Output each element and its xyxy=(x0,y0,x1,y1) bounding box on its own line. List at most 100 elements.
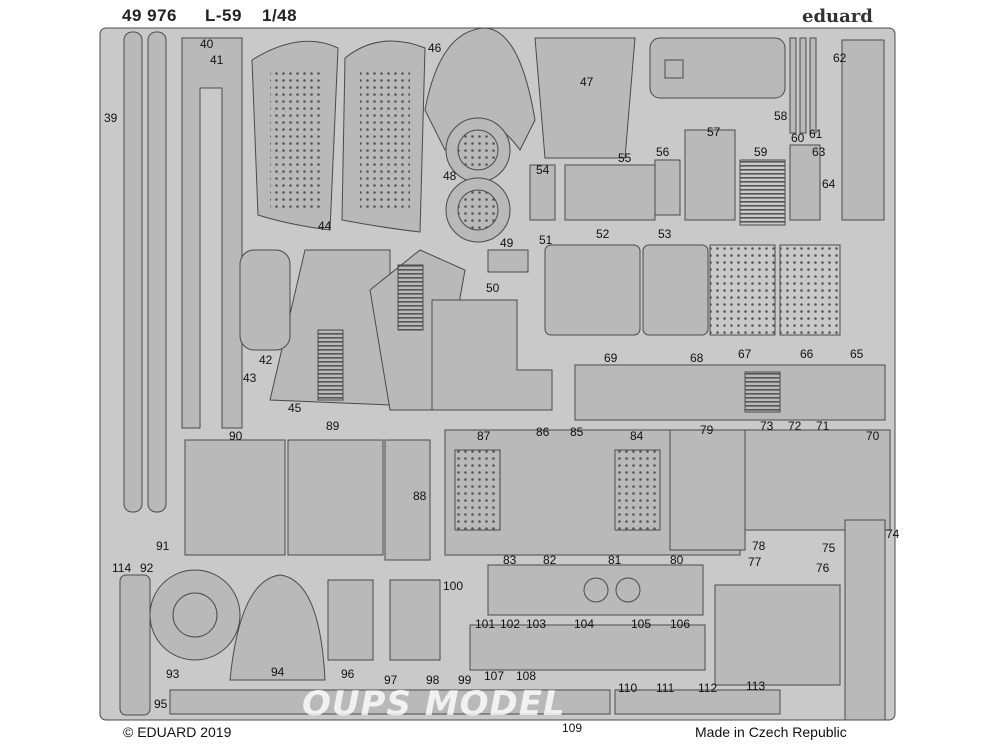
scale: 1/48 xyxy=(262,6,298,25)
part-label-67: 67 xyxy=(738,347,752,361)
part-label-97: 97 xyxy=(384,673,398,687)
part-89-panel xyxy=(287,439,384,556)
part-label-73: 73 xyxy=(760,419,774,433)
part-label-100: 100 xyxy=(443,579,464,593)
part-label-45: 45 xyxy=(288,401,302,415)
copyright-text: © EDUARD 2019 xyxy=(123,724,232,740)
part-label-43: 43 xyxy=(243,371,257,385)
part-56 xyxy=(654,159,681,216)
part-63 xyxy=(789,144,821,221)
part-label-79: 79 xyxy=(700,423,714,437)
catalog-number: 49 976 xyxy=(122,6,177,25)
part-74 xyxy=(844,519,886,721)
part-label-70: 70 xyxy=(866,429,880,443)
part-45-left xyxy=(269,249,391,406)
part-label-71: 71 xyxy=(816,419,830,433)
part-label-90: 90 xyxy=(229,429,243,443)
part-label-107: 107 xyxy=(484,669,505,683)
part-label-39: 39 xyxy=(104,111,118,125)
part-label-111: 111 xyxy=(656,681,675,695)
part-label-76: 76 xyxy=(816,561,830,575)
part-label-56: 56 xyxy=(656,145,670,159)
part-label-50: 50 xyxy=(486,281,500,295)
part-label-112: 112 xyxy=(698,681,718,695)
watermark: OUPS MODEL xyxy=(302,684,566,724)
part-label-101: 101 xyxy=(475,617,496,631)
row-80-83 xyxy=(487,564,704,616)
part-label-60: 60 xyxy=(791,131,805,145)
part-panel-perforated-a xyxy=(709,244,776,336)
part-label-46: 46 xyxy=(428,41,442,55)
part-label-75: 75 xyxy=(822,541,836,555)
part-49 xyxy=(487,249,529,273)
part-50 xyxy=(431,299,553,411)
part-40-41-frame xyxy=(181,37,243,429)
row-95-109 xyxy=(169,689,611,715)
row-65-69 xyxy=(574,364,886,421)
part-label-65: 65 xyxy=(850,347,864,361)
row-101-108 xyxy=(469,624,706,671)
part-label-96: 96 xyxy=(341,667,355,681)
part-label-86: 86 xyxy=(536,425,550,439)
part-label-47: 47 xyxy=(580,75,594,89)
part-label-105: 105 xyxy=(631,617,652,631)
part-label-92: 92 xyxy=(140,561,154,575)
row-110-113 xyxy=(614,689,781,715)
part-label-93: 93 xyxy=(166,667,180,681)
part-39-strip-a xyxy=(123,31,143,513)
part-label-88: 88 xyxy=(413,489,427,503)
part-54 xyxy=(529,164,556,221)
part-55 xyxy=(564,164,656,221)
origin-text: Made in Czech Republic xyxy=(695,724,847,740)
model-name: L-59 xyxy=(205,6,242,25)
part-94 xyxy=(229,574,326,681)
part-label-84: 84 xyxy=(630,429,644,443)
part-label-80: 80 xyxy=(670,553,684,567)
part-97-98 xyxy=(389,579,441,661)
part-label-42: 42 xyxy=(259,353,273,367)
part-label-64: 64 xyxy=(822,177,836,191)
part-label-40: 40 xyxy=(200,37,214,51)
part-57 xyxy=(684,129,736,221)
part-47-panel xyxy=(534,37,636,159)
part-label-51: 51 xyxy=(539,233,553,247)
part-label-110: 110 xyxy=(618,681,638,695)
part-92-114 xyxy=(119,574,151,716)
part-label-114: 114 xyxy=(112,561,132,575)
part-88 xyxy=(384,439,431,561)
part-label-58: 58 xyxy=(774,109,788,123)
part-label-94: 94 xyxy=(271,665,285,679)
part-label-68: 68 xyxy=(690,351,704,365)
part-label-48: 48 xyxy=(443,169,457,183)
part-label-98: 98 xyxy=(426,673,440,687)
part-label-95: 95 xyxy=(154,697,168,711)
part-label-103: 103 xyxy=(526,617,547,631)
part-label-85: 85 xyxy=(570,425,584,439)
part-label-82: 82 xyxy=(543,553,557,567)
part-96 xyxy=(327,579,374,661)
part-label-102: 102 xyxy=(500,617,521,631)
part-42-frame xyxy=(239,249,291,351)
part-51-52 xyxy=(544,244,641,336)
part-label-89: 89 xyxy=(326,419,340,433)
part-label-55: 55 xyxy=(618,151,632,165)
part-label-52: 52 xyxy=(596,227,610,241)
part-label-41: 41 xyxy=(210,53,224,67)
part-label-69: 69 xyxy=(604,351,618,365)
cluster-70-78 xyxy=(744,429,891,531)
part-label-108: 108 xyxy=(516,669,537,683)
part-label-57: 57 xyxy=(707,125,721,139)
part-label-91: 91 xyxy=(156,539,170,553)
part-90-panel xyxy=(184,439,286,556)
part-label-59: 59 xyxy=(754,145,768,159)
part-39-strip-b xyxy=(147,31,167,513)
part-79 xyxy=(669,429,746,551)
part-label-54: 54 xyxy=(536,163,550,177)
part-label-113: 113 xyxy=(746,679,766,693)
part-label-53: 53 xyxy=(658,227,672,241)
panel-lower-right xyxy=(714,584,841,686)
part-label-72: 72 xyxy=(788,419,802,433)
brand-logo: eduard xyxy=(802,6,873,27)
part-label-77: 77 xyxy=(748,555,762,569)
part-label-49: 49 xyxy=(500,236,514,250)
